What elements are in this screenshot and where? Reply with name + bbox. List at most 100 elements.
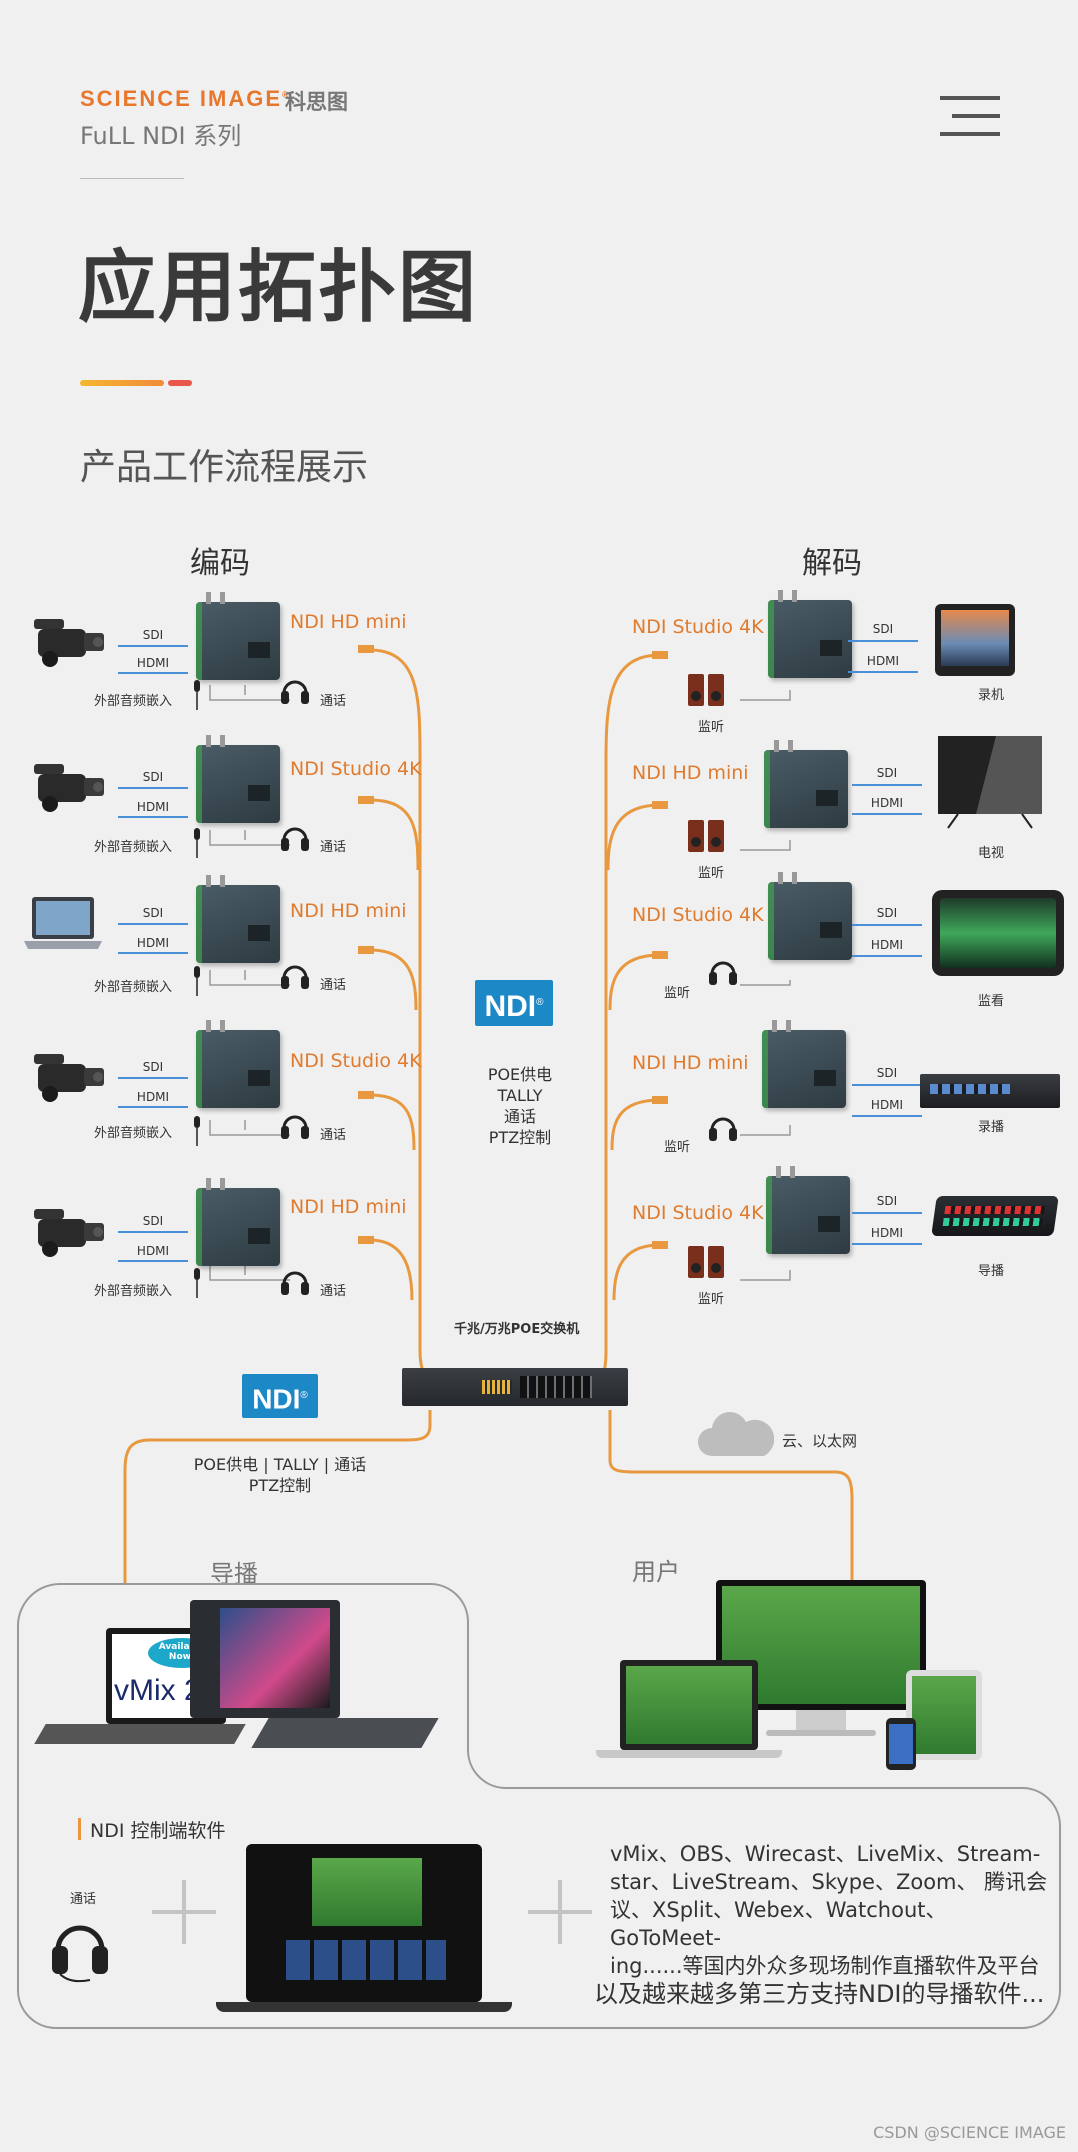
talk-label: 通话 — [70, 1892, 97, 1907]
encoder-model: NDI HD mini — [290, 900, 407, 922]
footer-watermark: CSDN @SCIENCE IMAGE — [873, 2123, 1066, 2142]
headphone-icon — [280, 1110, 310, 1146]
plus-icon — [152, 1880, 216, 1944]
monitor-label: 监听 — [664, 986, 691, 1001]
hdmi-cable — [118, 672, 188, 674]
hdmi-label: HDMI — [136, 800, 170, 814]
user-label: 用户 — [632, 1558, 680, 1586]
center-features: POE供电 TALLY 通话 PTZ控制 — [460, 1064, 580, 1148]
ndi-logo: NDI® — [475, 980, 553, 1026]
audio-in-label: 外部音频嵌入 — [94, 1126, 173, 1141]
hdmi-cable — [118, 952, 188, 954]
target-label: 导播 — [978, 1264, 1005, 1279]
sdi-label: SDI — [872, 622, 894, 636]
sdi-cable — [118, 645, 188, 647]
control-heading-marker — [78, 1818, 81, 1840]
sdi-label: SDI — [142, 628, 164, 642]
headphone-icon — [280, 960, 310, 996]
speaker-icon — [688, 672, 724, 712]
header-divider — [80, 178, 184, 179]
poe-switch — [402, 1368, 628, 1406]
decode-heading: 解码 — [802, 546, 862, 581]
monitor-display — [932, 890, 1064, 976]
sdi-label: SDI — [876, 906, 898, 920]
headphone-icon — [280, 1266, 310, 1302]
target-label: 录播 — [978, 1120, 1005, 1135]
talk-label: 通话 — [320, 840, 347, 855]
encoder-device — [196, 875, 280, 963]
hdmi-cable — [852, 1243, 922, 1245]
hdmi-cable — [852, 1115, 922, 1117]
hdmi-label: HDMI — [136, 1244, 170, 1258]
headphone-icon — [708, 956, 738, 992]
encoder-device — [196, 1020, 280, 1108]
sdi-cable — [852, 784, 922, 786]
hdmi-label: HDMI — [136, 936, 170, 950]
tv-device — [936, 728, 1044, 832]
sdi-cable — [118, 1231, 188, 1233]
target-label: 监看 — [978, 994, 1005, 1009]
recording-unit — [920, 1074, 1060, 1108]
camera-icon — [28, 615, 106, 675]
hdmi-label: HDMI — [870, 1226, 904, 1240]
encoder-model: NDI HD mini — [290, 1196, 407, 1218]
vmix-badge: Available Now! — [158, 1642, 206, 1662]
hdmi-label: HDMI — [870, 1098, 904, 1112]
accent-bar-dot — [168, 380, 192, 386]
series-name: FuLL NDI 系列 — [80, 122, 242, 150]
accent-bar — [80, 380, 164, 386]
decoder-model: NDI HD mini — [632, 762, 749, 784]
sdi-label: SDI — [876, 766, 898, 780]
hdmi-label: HDMI — [136, 1090, 170, 1104]
hdmi-cable — [852, 813, 922, 815]
decoder-device — [764, 740, 848, 828]
mic-icon — [190, 1268, 204, 1302]
feature-tally: TALLY — [497, 1086, 543, 1105]
control-heading: NDI 控制端软件 — [90, 1820, 226, 1842]
audio-in-label: 外部音频嵌入 — [94, 694, 173, 709]
mic-icon — [190, 828, 204, 862]
brand-cn: 科思图 — [285, 90, 348, 114]
brand-logo-text: SCIENCE IMAGE® — [80, 86, 291, 111]
sdi-cable — [118, 1077, 188, 1079]
headphone-icon — [280, 675, 310, 711]
monitor-label: 监听 — [698, 866, 725, 881]
talk-label: 通话 — [320, 1128, 347, 1143]
hdmi-cable — [118, 1106, 188, 1108]
recorder-device — [935, 604, 1015, 676]
vmix-director-rig: Available Now! vMix 21 — [34, 1600, 440, 1760]
audio-in-label: 外部音频嵌入 — [94, 1284, 173, 1299]
sdi-cable — [852, 924, 922, 926]
audio-in-label: 外部音频嵌入 — [94, 840, 173, 855]
sdi-label: SDI — [142, 1214, 164, 1228]
cloud-icon — [694, 1410, 775, 1464]
hdmi-label: HDMI — [136, 656, 170, 670]
mic-icon — [190, 966, 204, 1000]
decoder-device — [762, 1020, 846, 1108]
menu-icon[interactable] — [940, 96, 1000, 136]
hdmi-label: HDMI — [870, 796, 904, 810]
encoder-model: NDI Studio 4K — [290, 1050, 422, 1072]
encoder-device — [196, 1178, 280, 1266]
sdi-cable — [118, 787, 188, 789]
sdi-label: SDI — [876, 1194, 898, 1208]
control-laptop — [216, 1844, 516, 2016]
camera-icon — [28, 760, 106, 820]
encoder-model: NDI HD mini — [290, 611, 407, 633]
talk-label: 通话 — [320, 978, 347, 993]
feature-poe: POE供电 — [487, 1065, 553, 1084]
third-party-note: 以及越来越多第三方支持NDI的导播软件... — [594, 1980, 1045, 2008]
cloud-label: 云、以太网 — [782, 1432, 858, 1450]
software-list: vMix、OBS、Wirecast、LiveMix、Stream- star、L… — [610, 1842, 1048, 1978]
sdi-cable — [848, 640, 918, 642]
audio-in-label: 外部音频嵌入 — [94, 980, 173, 995]
hdmi-cable — [852, 955, 922, 957]
encoder-device — [196, 592, 280, 680]
decoder-model: NDI Studio 4K — [632, 904, 764, 926]
sdi-label: SDI — [142, 1060, 164, 1074]
hdmi-label: HDMI — [866, 654, 900, 668]
sdi-label: SDI — [876, 1066, 898, 1080]
hdmi-cable — [118, 816, 188, 818]
camera-icon — [28, 1050, 106, 1110]
hdmi-cable — [848, 671, 918, 673]
